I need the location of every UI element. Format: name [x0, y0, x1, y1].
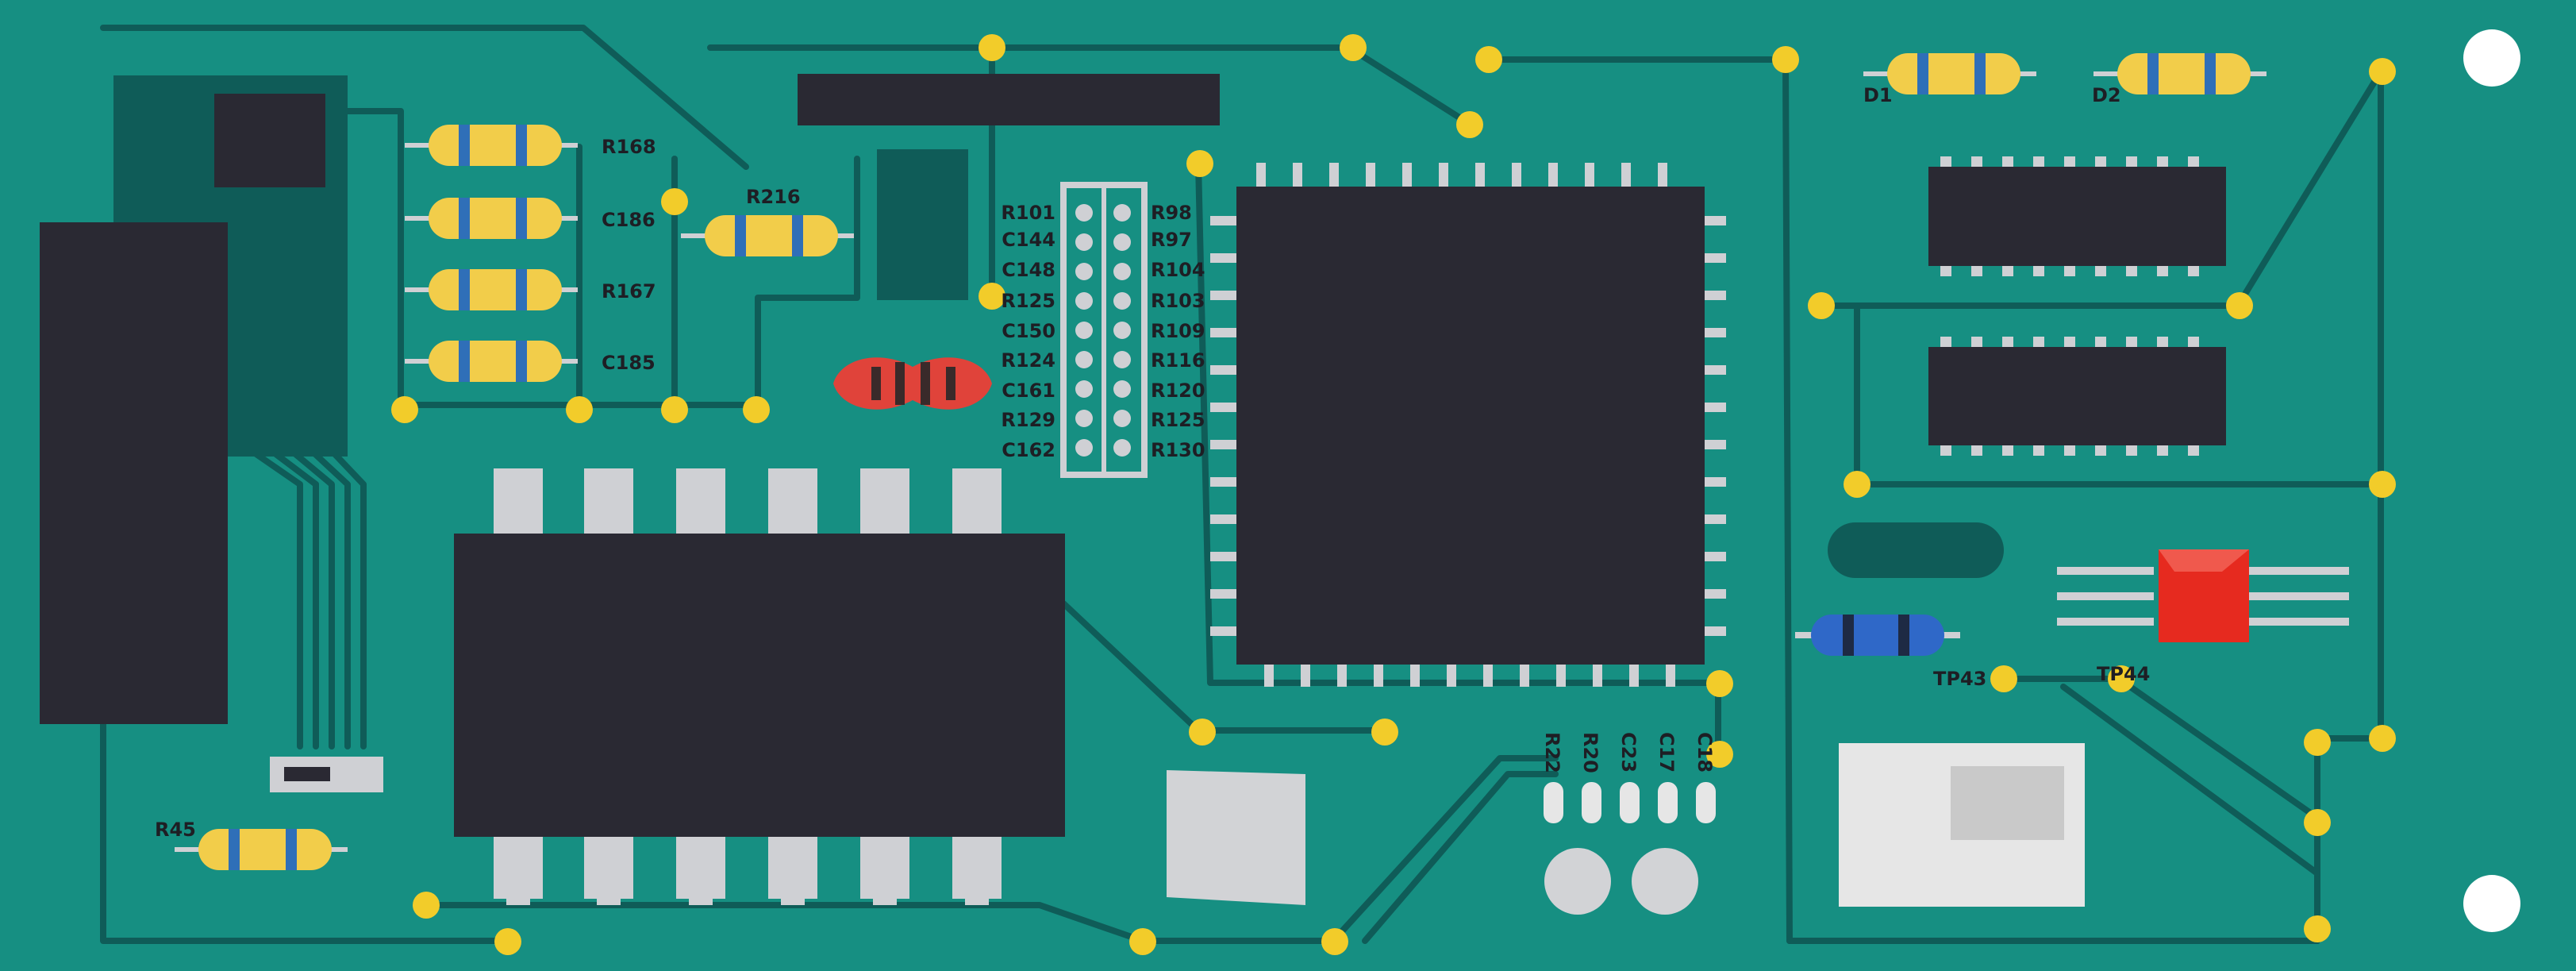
top-connector-bar [798, 74, 1220, 125]
diode-d1 [1863, 53, 2036, 94]
pin-header [1060, 182, 1148, 478]
header-right-label-5: R109 [1151, 320, 1205, 342]
header-right-label-9: R130 [1151, 439, 1205, 461]
header-right-label-6: R116 [1151, 349, 1205, 372]
header-left-label-3: C148 [1002, 259, 1055, 281]
header-right-label-4: R103 [1151, 290, 1205, 312]
header-left-label-7: C161 [1002, 380, 1055, 402]
header-left-label-8: R129 [1001, 409, 1055, 431]
large-left-chip [40, 222, 228, 724]
soic-chip-lower [1928, 337, 2226, 456]
round-capacitor-1 [1544, 848, 1611, 915]
dip-chip-14 [454, 468, 1065, 905]
resistor-c185 [405, 341, 578, 382]
solder-pads [391, 34, 2396, 955]
resistor-r45 [175, 829, 348, 870]
vertical-label-c23: C23 [1617, 732, 1640, 773]
vertical-label-r20: R20 [1579, 732, 1601, 773]
round-capacitor-2 [1632, 848, 1698, 915]
vertical-label-c18: C18 [1694, 732, 1716, 773]
slide-switch-knob [284, 767, 330, 781]
diode-d2 [2093, 53, 2266, 94]
label-tp43: TP43 [1933, 668, 1986, 690]
vertical-label-c17: C17 [1655, 732, 1678, 773]
label-r45: R45 [155, 819, 196, 841]
header-right-label-2: R97 [1151, 229, 1192, 251]
header-right-label-1: R98 [1151, 202, 1192, 224]
header-right-label-8: R125 [1151, 409, 1205, 431]
resistor-r167 [405, 269, 578, 310]
resistor-r216 [681, 215, 854, 256]
module-small-chip [214, 94, 325, 187]
header-left-label-5: C150 [1002, 320, 1055, 342]
resistor-r168 [405, 125, 578, 166]
blue-resistor [1795, 615, 1960, 656]
small-capacitor-block [877, 149, 968, 300]
smd-capacitor-row [1544, 782, 1716, 823]
soic-chip-upper [1928, 156, 2226, 276]
label-r216: R216 [746, 186, 801, 208]
qfp-processor-chip [1210, 163, 1726, 687]
header-left-label-9: C162 [1002, 439, 1055, 461]
flat-white-component [1167, 770, 1305, 905]
header-left-label-1: R101 [1001, 202, 1055, 224]
label-tp44: TP44 [2097, 663, 2150, 685]
label-r168: R168 [602, 136, 656, 158]
label-c185: C185 [602, 352, 656, 374]
white-module-window [1951, 766, 2064, 840]
crystal-oscillator [1828, 522, 2004, 578]
label-d2: D2 [2092, 84, 2121, 106]
component-labels: R168 C186 R167 C185 R216 R45 R101 C144 C… [155, 84, 2150, 841]
mounting-hole-top [2463, 29, 2520, 87]
header-left-label-2: C144 [1002, 229, 1055, 251]
header-right-label-7: R120 [1151, 380, 1205, 402]
vertical-label-r22: R22 [1541, 732, 1563, 773]
resistor-c186 [405, 198, 578, 239]
label-d1: D1 [1863, 84, 1893, 106]
header-right-label-3: R104 [1151, 259, 1205, 281]
red-led [2057, 549, 2349, 642]
header-left-label-6: R124 [1001, 349, 1055, 372]
qfp-chip-body [1236, 187, 1705, 665]
red-resistor [833, 357, 992, 410]
label-r167: R167 [602, 280, 656, 302]
label-c186: C186 [602, 209, 656, 231]
mounting-hole-bottom [2463, 875, 2520, 932]
header-left-label-4: R125 [1001, 290, 1055, 312]
